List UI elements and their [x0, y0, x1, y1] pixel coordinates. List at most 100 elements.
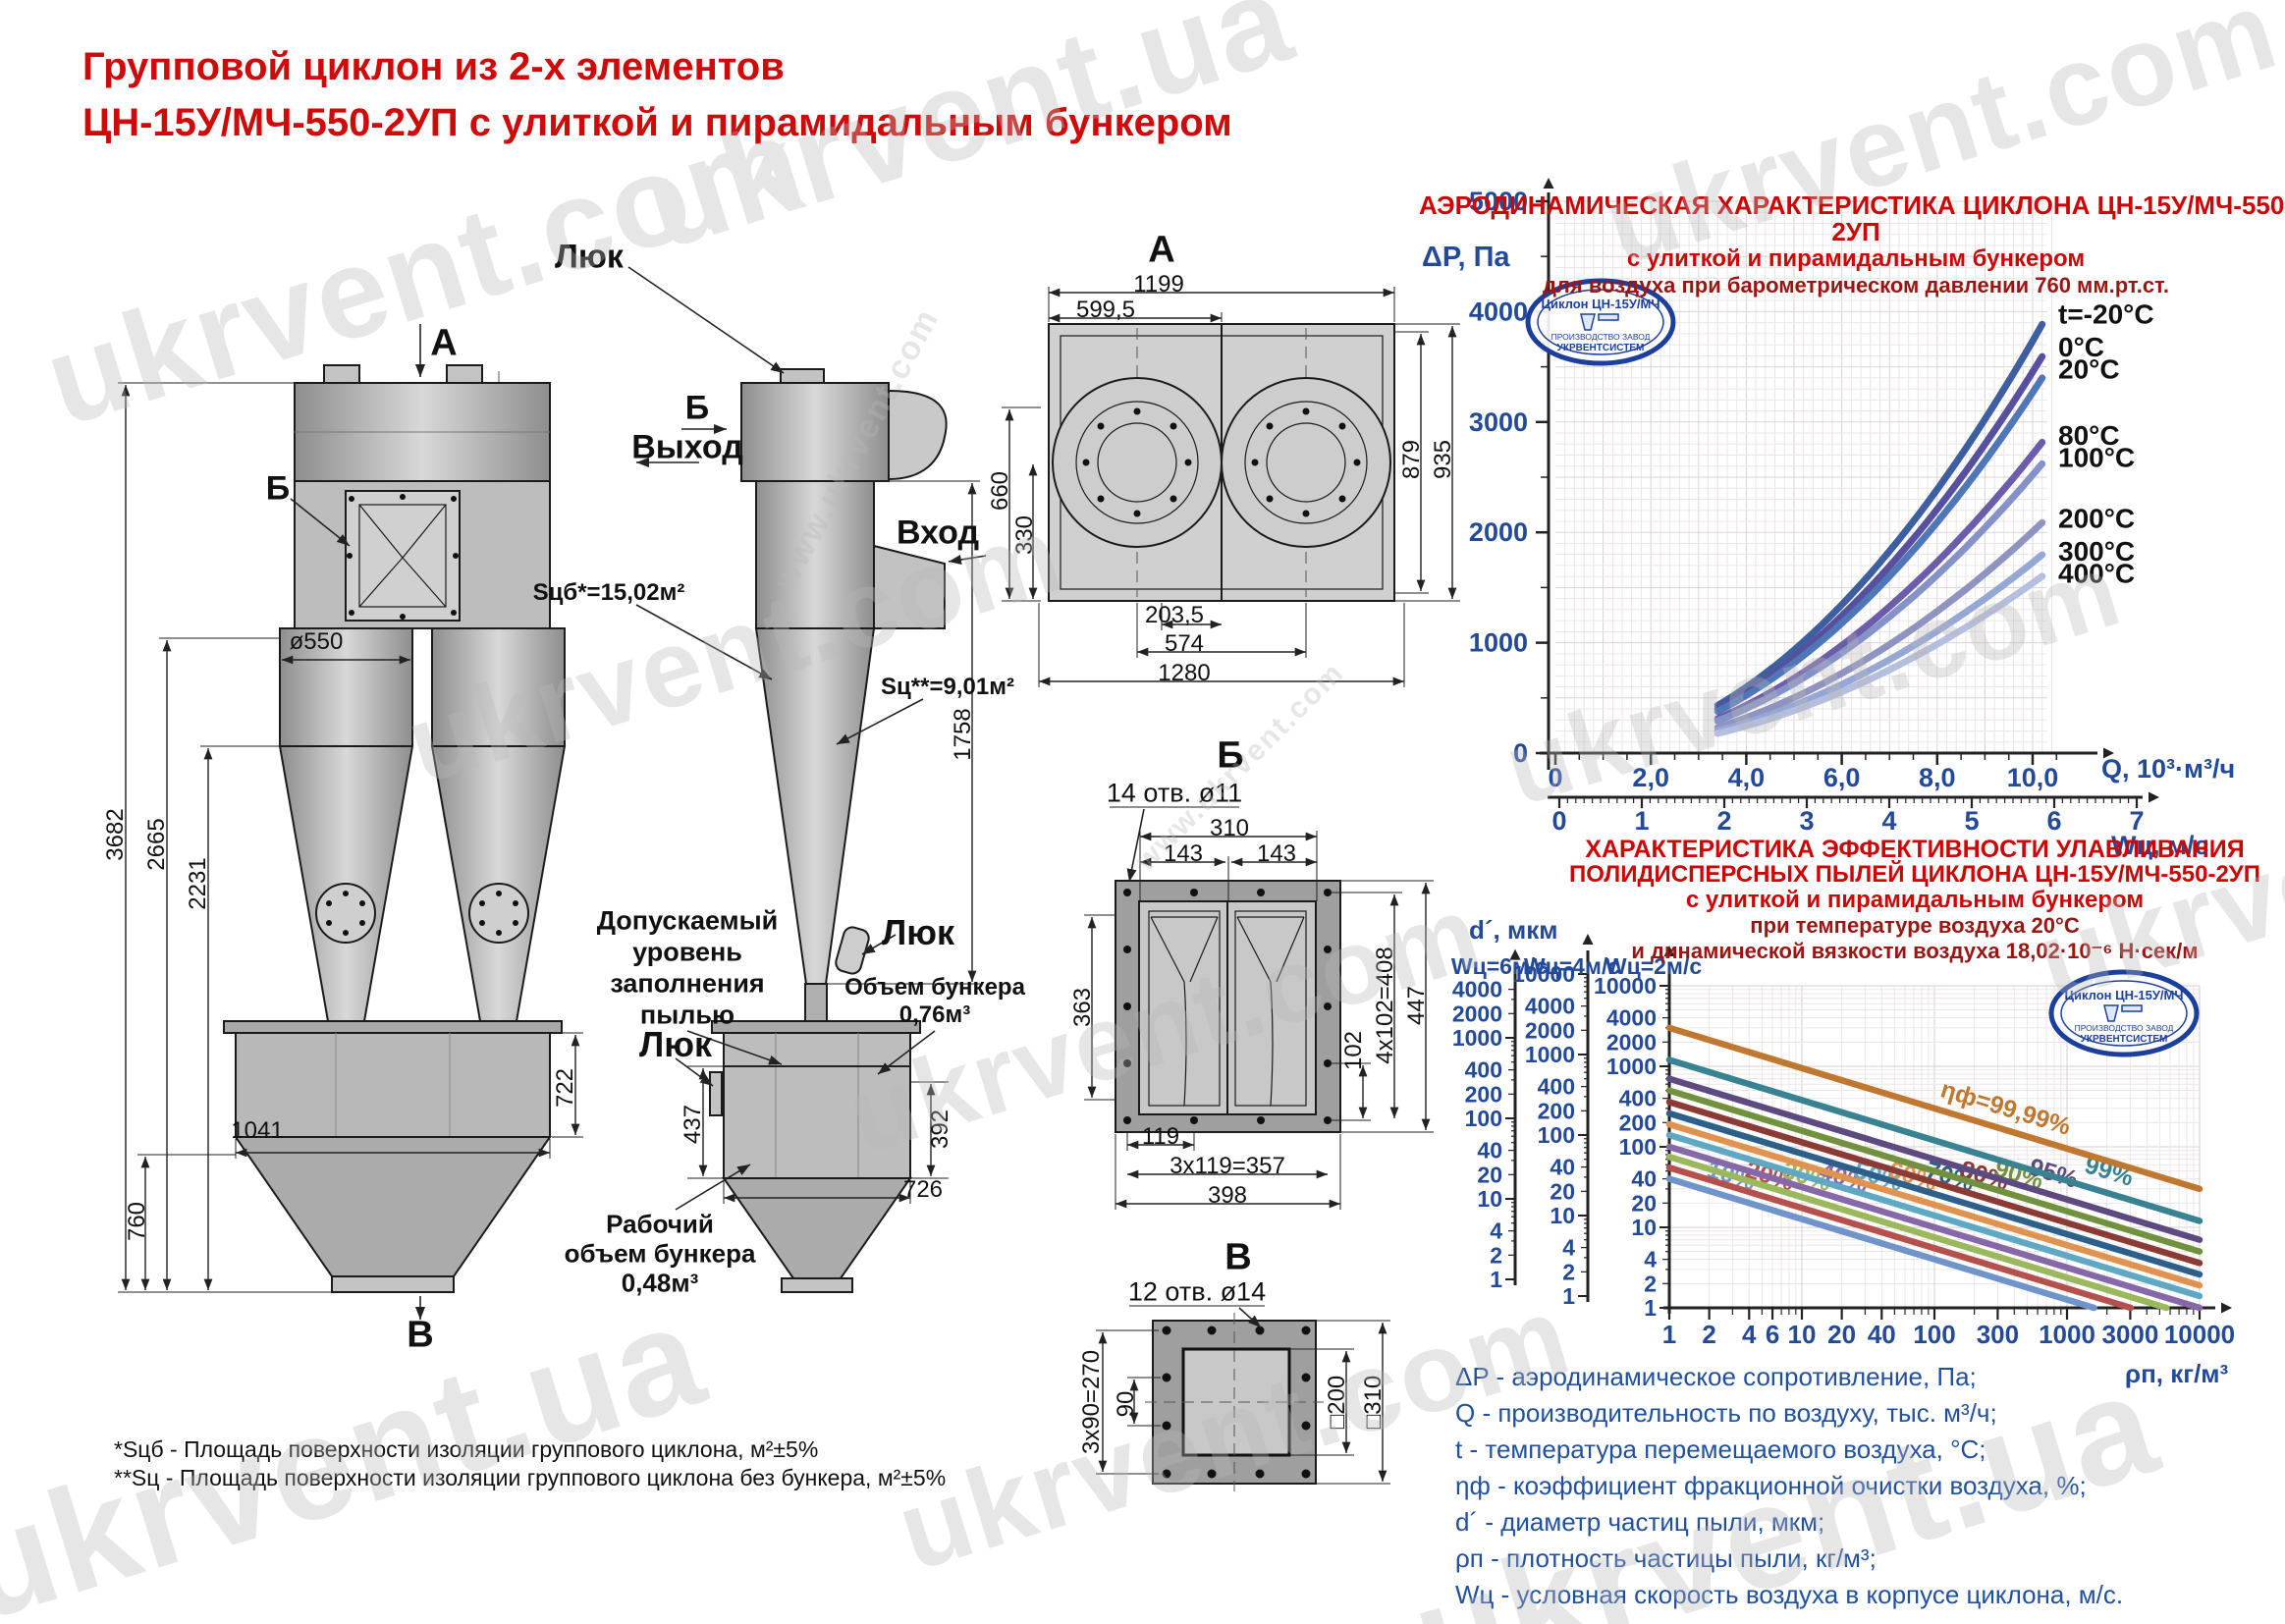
chart2-ylabel: d´, мкм — [1469, 915, 1558, 945]
tick-label: 20 — [1477, 1162, 1502, 1187]
tick-label: 10000 — [1512, 961, 1575, 987]
legend-line: ηф - коэффициент фракционной очистки воз… — [1455, 1471, 2087, 1500]
tick-label: 200 — [1465, 1081, 1502, 1107]
tick-label: 400 — [1465, 1057, 1502, 1083]
scale-header: Wц=6м/с — [1451, 953, 1548, 979]
chart2-condition1: при температуре воздуха 20°С — [1750, 913, 2080, 938]
logo-text: ПРОИЗВОДСТВО ЗАВОД — [2075, 1023, 2174, 1033]
chart1-condition: для воздуха при барометрическом давлении… — [1542, 273, 2170, 298]
chart1-xlabel: Q, 10³·м³/ч — [2101, 754, 2236, 784]
scale-header: Wц=2м/с — [1605, 953, 1702, 979]
tick-label: 4 — [1644, 1247, 1657, 1272]
tick-label: 100 — [1619, 1134, 1657, 1160]
tick-label: 4 — [1490, 1218, 1502, 1244]
tick-label: 2 — [1562, 1259, 1575, 1284]
legend-line: ΔP - аэродинамическое сопротивление, Па; — [1455, 1362, 1977, 1391]
footnotes: *Sцб - Площадь поверхности изоляции груп… — [114, 1435, 946, 1492]
chart1-ylabel: ΔP, Па — [1422, 242, 1510, 273]
legend-line: Wц - условная скорость воздуха в корпусе… — [1455, 1580, 2124, 1609]
tick-label: 6,0 — [1823, 763, 1861, 792]
symbols-legend: ΔP - аэродинамическое сопротивление, Па;… — [1455, 1359, 2123, 1613]
tick-label: 100 — [1465, 1106, 1502, 1131]
view-v-drawing — [1096, 1305, 1390, 1491]
legend-line: ρп - плотность частицы пыли, кг/м³; — [1455, 1543, 1877, 1573]
flange-bolts-v — [1162, 1326, 1311, 1479]
tick-label: 2 — [1644, 1271, 1657, 1296]
tick-label: 1000 — [1606, 1054, 1657, 1079]
curve-label: 0°C — [2058, 332, 2104, 362]
logo-text: ПРОИЗВОДСТВО ЗАВОД — [1551, 332, 1651, 342]
tick-label: 4000 — [1469, 297, 1528, 326]
curve-label: 300°C — [2058, 536, 2135, 567]
tick-label: 4000 — [1452, 977, 1502, 1002]
tick-label: 8,0 — [1919, 763, 1956, 792]
chart2-xlabel: ρп, кг/м³ — [2125, 1359, 2229, 1388]
tick-label: 2 — [1716, 806, 1731, 836]
tick-label: 2,0 — [1632, 763, 1669, 792]
tick-label: 20 — [1631, 1190, 1657, 1216]
curve-label: 100°C — [2058, 443, 2135, 473]
chart1-x2label: Wц, м/с — [2111, 831, 2209, 860]
footnote-line: **Sц - Площадь поверхности изоляции груп… — [114, 1465, 947, 1490]
flange-bolts — [326, 891, 518, 936]
tick-label: 3000 — [2101, 1320, 2158, 1349]
tick-label: 1000 — [1452, 1025, 1502, 1051]
tick-label: 2 — [1490, 1242, 1502, 1268]
tick-label: 5000 — [1469, 187, 1528, 216]
tick-label: 100 — [1538, 1122, 1575, 1148]
tick-label: 4 — [1881, 806, 1896, 836]
tick-label: 10000 — [1594, 973, 1657, 999]
tick-label: 10 — [1788, 1320, 1817, 1349]
tick-label: 5 — [1964, 806, 1979, 836]
tick-label: 1 — [1644, 1295, 1657, 1321]
chart2-subtitle: с улиткой и пирамидальным бункером — [1685, 887, 2145, 913]
tick-label: 200 — [1619, 1110, 1657, 1135]
tick-label: 4000 — [1525, 994, 1575, 1019]
tick-label: 6 — [1766, 1320, 1779, 1349]
logo-cyclone-icon — [2103, 1004, 2143, 1022]
volute-right — [1221, 377, 1391, 548]
curve-label: 200°C — [2058, 503, 2135, 533]
tick-label: 4000 — [1606, 1005, 1657, 1031]
tick-label: 200 — [1538, 1098, 1575, 1123]
chart1-subtitle: с улиткой и пирамидальным бункером — [1626, 245, 2086, 272]
aerodynamic-chart-header: АЭРОДИНАМИЧЕСКАЯ ХАРАКТЕРИСТИКА ЦИКЛОНА … — [1414, 192, 2285, 298]
curve-label: 20°C — [2058, 354, 2120, 385]
curve-label: 400°C — [2058, 559, 2135, 589]
page-title-line1: Групповой циклон из 2-х элементов — [82, 45, 785, 88]
view-b-drawing — [1084, 806, 1434, 1210]
tick-label: 20 — [1550, 1178, 1575, 1204]
tick-label: 20 — [1827, 1320, 1856, 1349]
tick-label: 0 — [1513, 738, 1528, 768]
tick-label: 0 — [1551, 806, 1566, 836]
logo-cyclone-icon — [1580, 313, 1619, 331]
window-bolts — [347, 494, 459, 620]
front-view-drawing — [118, 324, 583, 1320]
tick-label: 1000 — [1469, 628, 1528, 658]
footnote-line: *Sцб - Площадь поверхности изоляции груп… — [114, 1436, 819, 1462]
side-view-drawing — [627, 266, 987, 1293]
tick-label: 6 — [2046, 806, 2061, 836]
page-title: Групповой циклон из 2-х элементов ЦН-15У… — [82, 39, 1232, 151]
tick-label: 3 — [1799, 806, 1814, 836]
tick-label: 40 — [1868, 1320, 1896, 1349]
logo-brand-text: Циклон ЦН-15У/МЧ — [2065, 988, 2184, 1002]
tick-label: 3000 — [1469, 407, 1528, 437]
tick-label: 400 — [1619, 1086, 1657, 1111]
chart2-title: ХАРАКТЕРИСТИКА ЭФФЕКТИВНОСТИ УЛАВЛИВАНИЯ — [1585, 836, 2245, 863]
curve-label: 80°C — [2058, 420, 2120, 451]
top-view-drawing — [1002, 287, 1460, 687]
tick-label: 40 — [1631, 1166, 1657, 1192]
tick-label: 2000 — [1452, 1001, 1502, 1026]
tick-label: 7 — [2129, 806, 2144, 836]
volute-left — [1052, 377, 1223, 548]
chart2-condition2: и динамической вязкости воздуха 18,02·10… — [1631, 939, 2199, 963]
tick-label: 10,0 — [2007, 763, 2059, 792]
tick-label: 2000 — [1469, 517, 1528, 547]
tick-label: 1 — [1662, 1320, 1676, 1349]
logo-text: УКРВЕНТСИСТЕМ — [2081, 1034, 2168, 1045]
